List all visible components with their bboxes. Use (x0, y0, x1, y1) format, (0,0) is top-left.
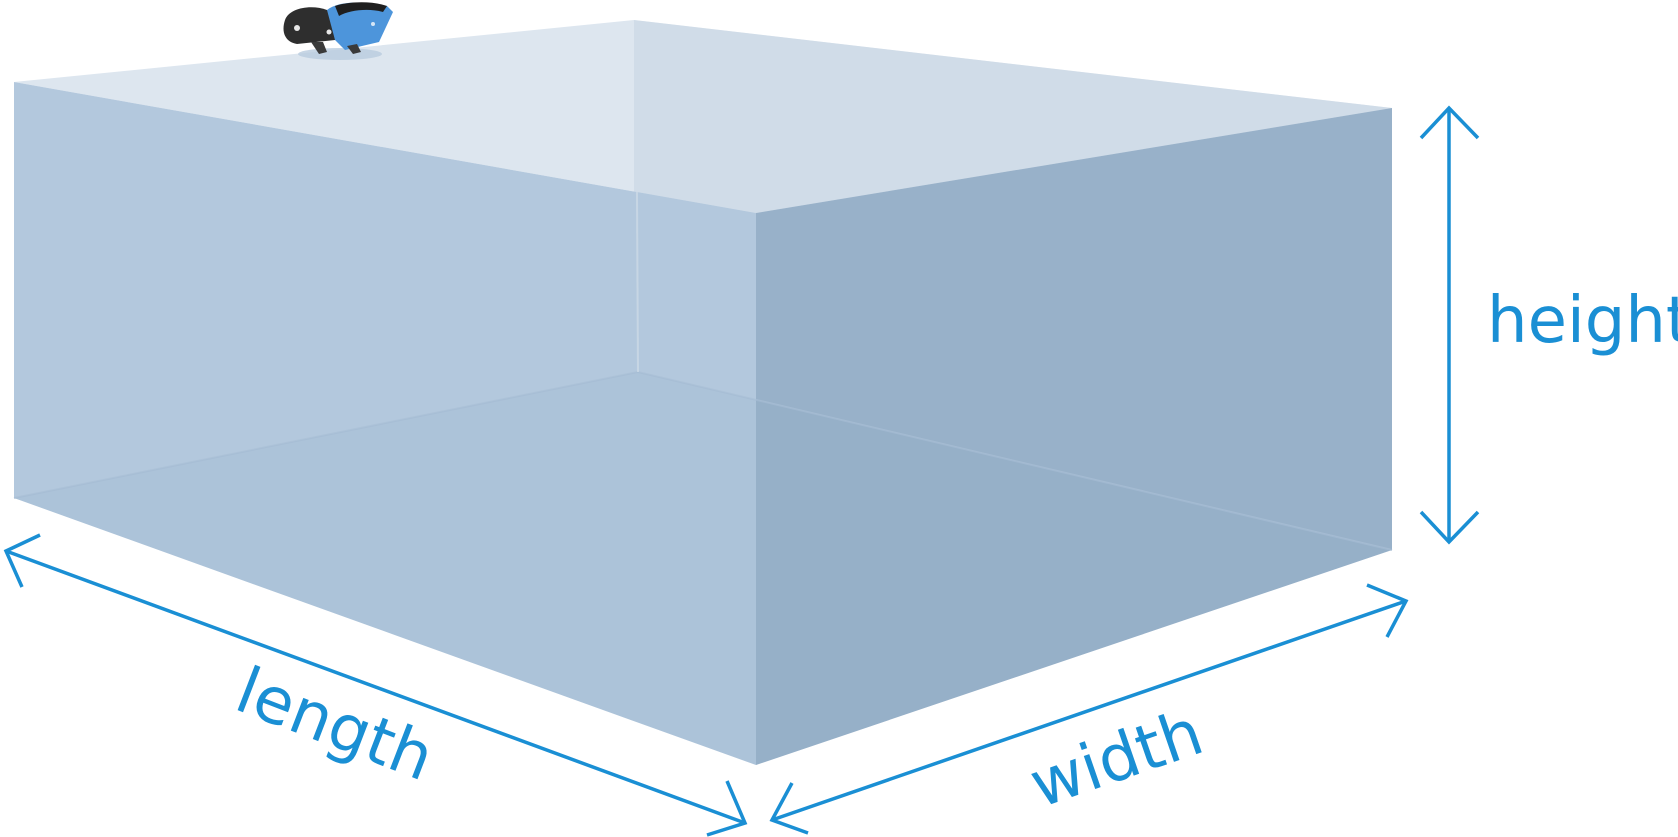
tank-inner-corner-edge (635, 21, 639, 373)
underwater-drone-icon (283, 2, 393, 60)
tank-box (13, 20, 1393, 765)
width-arrowhead-right (1366, 583, 1409, 638)
length-arrowhead-left (3, 533, 41, 588)
length-arrowhead-right (706, 780, 748, 837)
height-arrowhead-bottom (1419, 510, 1480, 545)
height-dimension: height (1419, 105, 1678, 545)
tank-right-face (756, 108, 1392, 765)
height-label: height (1487, 284, 1678, 358)
length-line (5, 549, 746, 825)
width-arrowhead-left (769, 782, 809, 835)
width-line (771, 599, 1407, 822)
tank-floor-tint (14, 372, 1392, 765)
length-label: length (226, 654, 443, 796)
width-label: width (1021, 696, 1212, 823)
height-arrowhead-top (1419, 105, 1480, 140)
